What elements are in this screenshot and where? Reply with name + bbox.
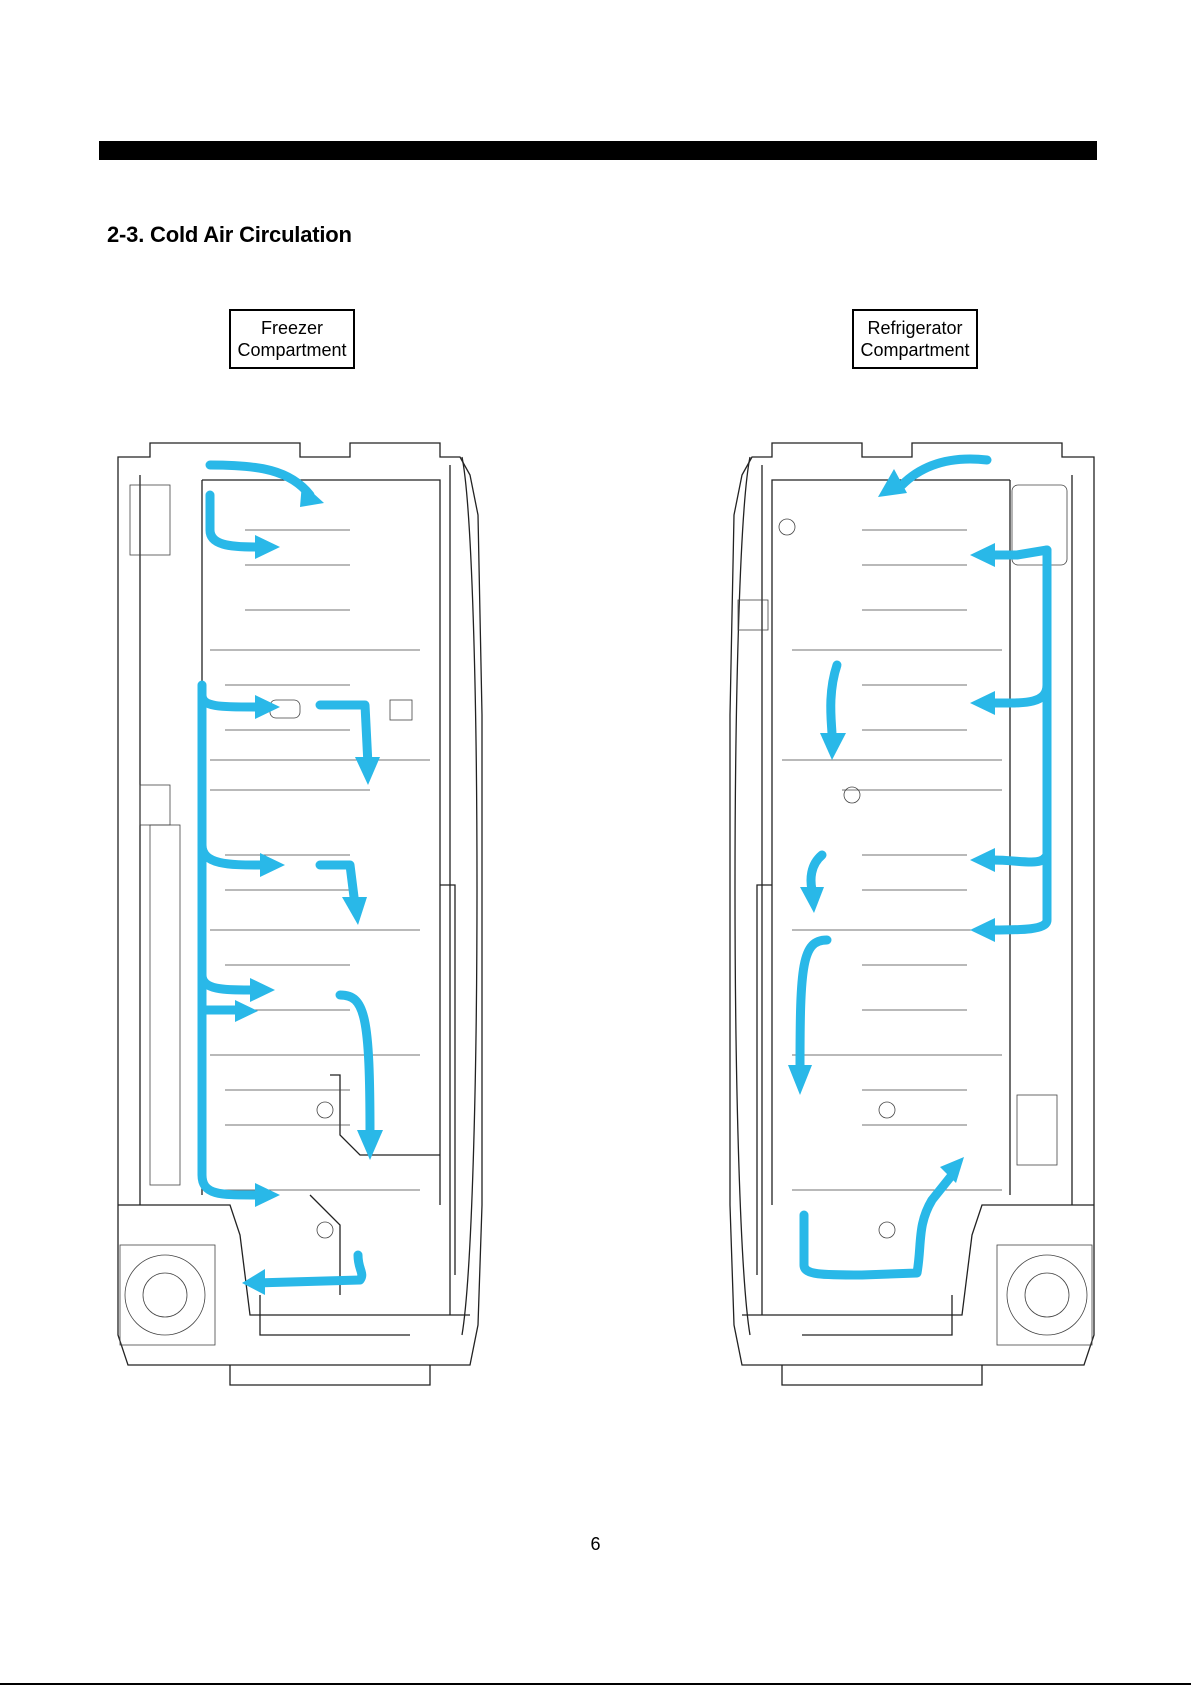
refrigerator-shelves (738, 485, 1092, 1345)
refrigerator-label-line2: Compartment (858, 339, 972, 361)
freezer-cold-air-arrows (202, 465, 383, 1295)
header-rule (99, 141, 1097, 160)
freezer-airflow-diagram (110, 435, 510, 1395)
refrigerator-cold-air-arrows (788, 459, 1047, 1275)
refrigerator-cabinet-outline (730, 443, 1094, 1385)
freezer-compartment-label: Freezer Compartment (229, 309, 355, 369)
section-title: 2-3. Cold Air Circulation (107, 222, 352, 248)
refrigerator-airflow-diagram (702, 435, 1102, 1395)
refrigerator-label-line1: Refrigerator (858, 317, 972, 339)
page-number: 6 (0, 1534, 1191, 1555)
freezer-shelves (120, 485, 430, 1345)
refrigerator-compartment-label: Refrigerator Compartment (852, 309, 978, 369)
freezer-label-line1: Freezer (235, 317, 349, 339)
freezer-cabinet-outline (118, 443, 482, 1385)
freezer-label-line2: Compartment (235, 339, 349, 361)
